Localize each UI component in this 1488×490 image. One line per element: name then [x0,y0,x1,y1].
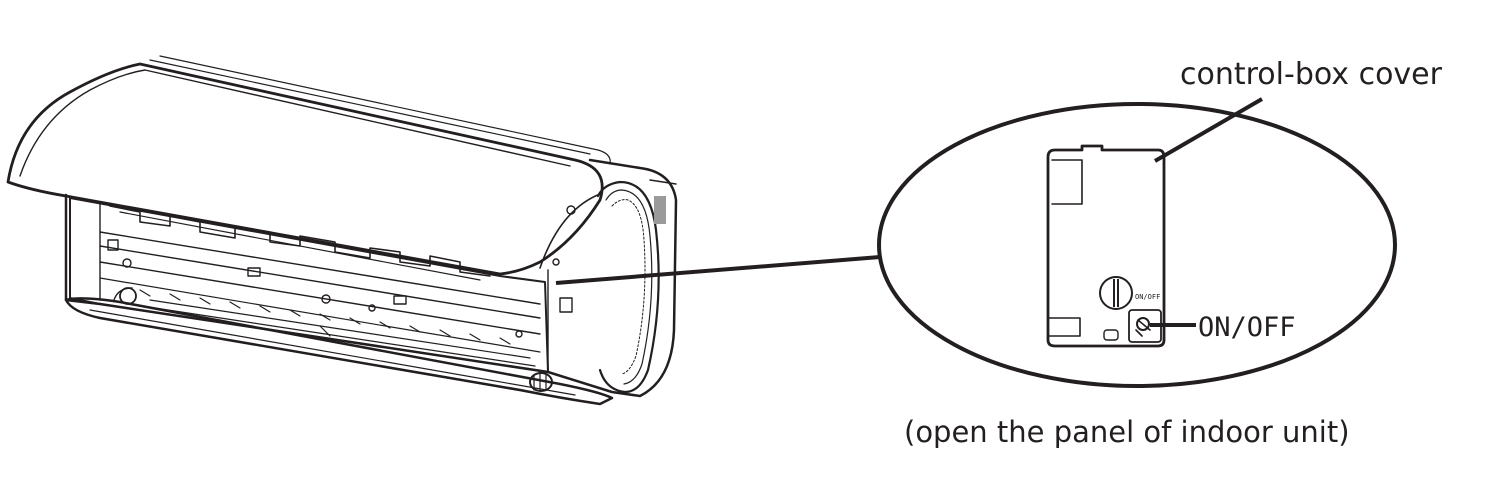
display-window [654,196,666,224]
dial-icon [1099,276,1133,310]
control-box-cover-label: control-box cover [1180,57,1443,92]
caption-label: (open the panel of indoor unit) [904,415,1350,449]
zoom-callout-ellipse [877,102,1397,388]
cover-leader-line [1153,97,1264,163]
control-box: ON/OFF [1046,144,1166,348]
on-off-label: ON/OFF [1198,312,1296,343]
lower-louver [64,297,614,406]
front-panel [6,62,604,276]
right-end-cap [596,180,660,394]
indoor-unit-illustration [6,55,678,406]
on-off-small-label: ON/OFF [1135,293,1160,301]
unit-body [64,158,678,398]
pointer-line [555,255,881,285]
